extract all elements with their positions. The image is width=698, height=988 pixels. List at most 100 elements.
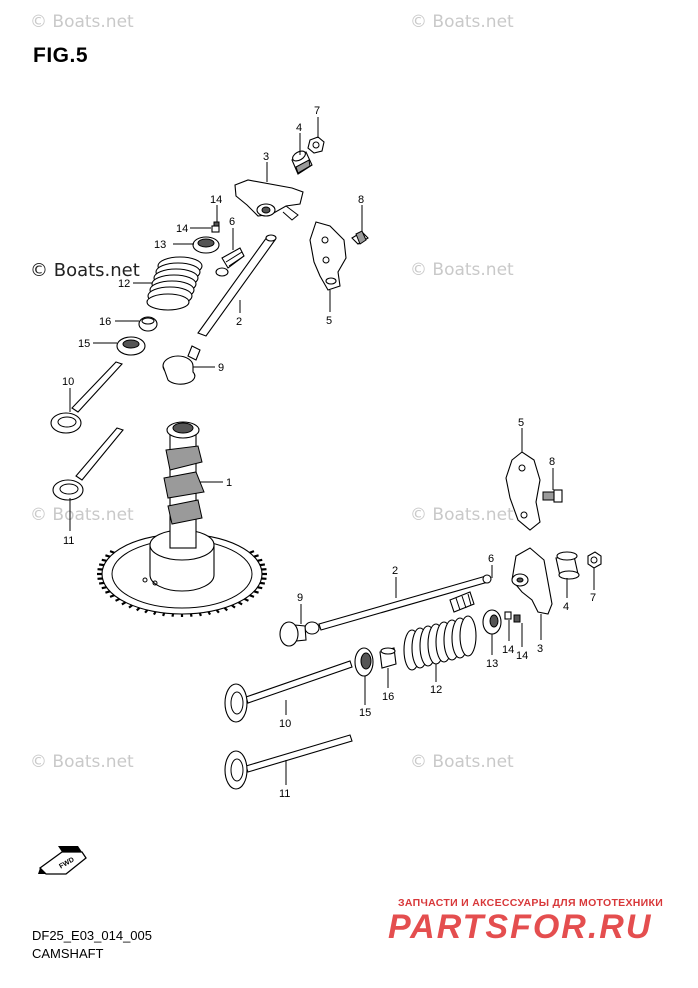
callout-number: 13 (154, 239, 166, 251)
callout-number: 16 (382, 691, 394, 703)
part-3-rocker-arm (234, 179, 304, 221)
gear-tooth (162, 612, 166, 617)
gear-tooth (101, 558, 107, 562)
callout-number: 2 (392, 565, 398, 577)
gear-tooth (136, 607, 141, 612)
callout-number: 10 (279, 718, 291, 730)
part-10-intake-valve (50, 361, 123, 434)
callout-number: 14 (210, 194, 222, 206)
part-2-push-rod (197, 234, 277, 337)
part-14-valve-keeper (211, 221, 220, 233)
callout-number: 14 (516, 650, 528, 662)
gear-tooth (152, 611, 157, 616)
gear-tooth (257, 586, 263, 590)
part-6-stem-seal (449, 591, 475, 613)
part-10-intake-valve (224, 660, 353, 723)
gear-tooth (101, 586, 107, 590)
gear-tooth (253, 590, 259, 594)
callout-number: 10 (62, 376, 74, 388)
part-15-spring-seat (116, 336, 146, 356)
gear-tooth (223, 607, 228, 612)
callout-number: 15 (359, 707, 371, 719)
part-4-adjuster (555, 551, 580, 580)
gear-tooth (98, 563, 105, 567)
gear-tooth (257, 558, 263, 562)
callout-number: 1 (226, 477, 232, 489)
callout-number: 6 (229, 216, 235, 228)
gear-tooth (244, 597, 249, 602)
part-1-camshaft (97, 421, 267, 617)
gear-tooth (238, 601, 243, 606)
gear-tooth (249, 550, 255, 554)
part-7-nut (587, 551, 602, 569)
callout-leaders (69, 117, 595, 785)
promo-logo: PARTSFOR.RU (388, 908, 653, 946)
part-9-tappet (162, 345, 201, 385)
watermark-text: © Boats.net (410, 12, 514, 32)
callout-number: 14 (502, 644, 514, 656)
callout-number: 9 (218, 362, 224, 374)
part-16-seal (379, 647, 397, 669)
callout-number: 4 (296, 122, 302, 134)
gear-tooth (109, 550, 115, 554)
gear-tooth (109, 594, 115, 598)
part-8-bolt (542, 489, 563, 503)
gear-tooth (121, 601, 126, 606)
part-11-exhaust-valve (224, 734, 353, 790)
watermark-text: © Boats.net (410, 752, 514, 772)
part-16-seal (138, 316, 158, 332)
callout-number: 12 (430, 684, 442, 696)
callout-number: 2 (236, 316, 242, 328)
part-7-nut (307, 136, 325, 154)
gear-tooth (128, 604, 133, 609)
callout-number: 3 (537, 643, 543, 655)
watermark-text: © Boats.net (30, 260, 140, 281)
callout-numbers-upper: 7 4 3 8 14 6 14 13 12 5 2 16 15 9 10 1 1… (62, 105, 364, 547)
callout-number: 7 (590, 592, 596, 604)
part-11-exhaust-valve (52, 427, 124, 501)
callout-number: 7 (314, 105, 320, 117)
callout-numbers-lower: 5 8 2 6 9 4 7 3 14 14 13 12 16 15 10 11 (279, 417, 596, 800)
part-8-bolt (351, 230, 369, 245)
callout-number: 14 (176, 223, 188, 235)
callout-number: 15 (78, 338, 90, 350)
gear-tooth (259, 581, 266, 585)
fwd-arrow-icon: FWD (38, 846, 87, 875)
callout-number: 3 (263, 151, 269, 163)
figure-code: DF25_E03_014_005 (32, 928, 152, 943)
callout-number: 4 (563, 601, 569, 613)
callout-number: 11 (279, 788, 290, 800)
part-2-push-rod (318, 574, 492, 631)
callout-number: 5 (518, 417, 524, 429)
gear-tooth (231, 604, 236, 609)
part-9-tappet (279, 621, 320, 647)
promo-tagline: ЗАПЧАСТИ И АКСЕССУАРЫ ДЛЯ МОТОТЕХНИКИ (398, 897, 664, 909)
callout-number: 8 (358, 194, 364, 206)
gear-tooth (105, 590, 111, 594)
watermark-text: © Boats.net (30, 12, 134, 32)
gear-tooth (189, 613, 193, 617)
gear-tooth (207, 611, 212, 616)
part-5-rocker-bracket (505, 451, 541, 531)
gear-tooth (144, 609, 149, 614)
callout-number: 13 (486, 658, 498, 670)
part-5-rocker-bracket (309, 221, 347, 291)
callout-number: 9 (297, 592, 303, 604)
part-15-spring-seat (354, 647, 374, 677)
callout-number: 8 (549, 456, 555, 468)
callout-number: 16 (99, 316, 111, 328)
part-12-valve-spring (403, 615, 477, 671)
gear-tooth (105, 554, 111, 558)
part-13-spring-retainer (192, 236, 220, 254)
gear-tooth (198, 612, 202, 617)
part-4-adjuster (291, 150, 313, 175)
part-13-spring-retainer (482, 609, 502, 635)
part-14-valve-keeper (504, 611, 521, 623)
gear-tooth (253, 554, 259, 558)
callout-number: 12 (118, 278, 130, 290)
part-12-valve-spring (146, 256, 203, 311)
figure-title: FIG.5 (33, 44, 89, 67)
gear-tooth (215, 609, 220, 614)
gear-tooth (115, 597, 120, 602)
